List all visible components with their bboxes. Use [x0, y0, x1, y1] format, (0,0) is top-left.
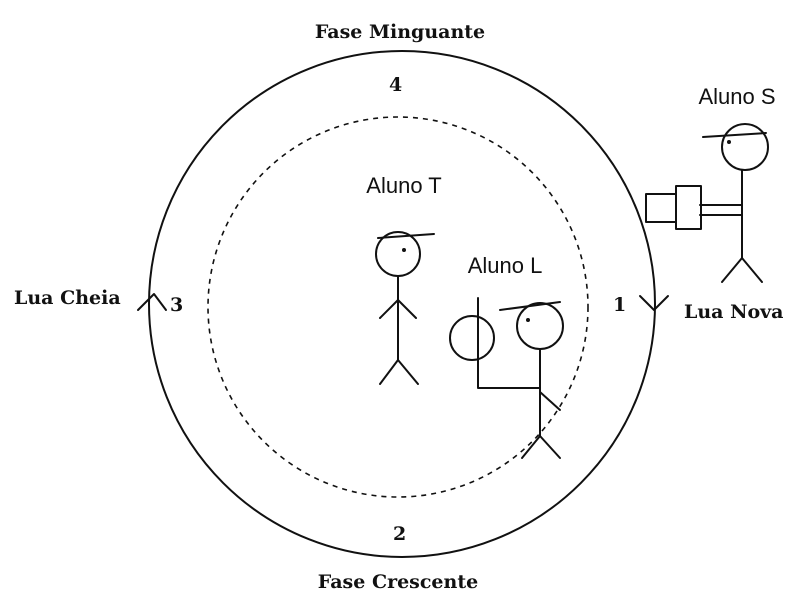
camera-icon — [645, 185, 702, 230]
student-l-figure — [477, 297, 564, 459]
arrow-mark-right — [639, 295, 669, 311]
outer-orbit-circle — [148, 50, 656, 558]
moon-ball-icon — [449, 315, 495, 361]
label-fase-crescente: Fase Crescente — [318, 571, 478, 593]
position-number-2: 2 — [393, 523, 406, 545]
student-s-figure — [699, 123, 769, 283]
position-number-1: 1 — [613, 294, 626, 316]
student-name-l: Aluno L — [468, 253, 543, 278]
student-t-figure — [375, 231, 435, 385]
arrow-mark-left — [137, 293, 167, 311]
student-name-t: Aluno T — [366, 173, 441, 198]
inner-dashed-orbit — [207, 116, 589, 498]
position-number-3: 3 — [170, 294, 183, 316]
label-lua-cheia: Lua Cheia — [14, 287, 121, 309]
student-name-s: Aluno S — [698, 84, 775, 109]
label-lua-nova: Lua Nova — [684, 301, 784, 323]
label-fase-minguante: Fase Minguante — [315, 21, 485, 43]
position-number-4: 4 — [389, 74, 402, 96]
